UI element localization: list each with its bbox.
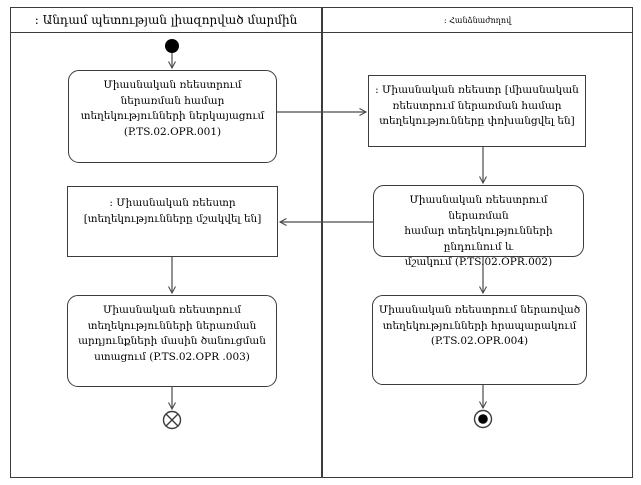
action-node-receive-and-process: Միասնական ռեեստրում ներառման համար տեղեկ…: [373, 185, 584, 268]
lane-title-label: : Հանձնաժողով: [443, 15, 512, 25]
lane-header-member-state-body: : Անդամ պետության լիազորված մարմին: [10, 7, 322, 33]
lane-header-commission: : Հանձնաժողով: [322, 7, 633, 33]
object-node-registry-processed: : Միասնական ռեեստր [տեղեկությունները մշա…: [67, 186, 278, 257]
initial-node-icon: [165, 39, 179, 53]
flow-final-node-icon: [162, 410, 182, 430]
object-node-registry-transferred: : Միասնական ռեեստր [միասնական ռեեստրում …: [368, 75, 586, 147]
lane-title-label: : Անդամ պետության լիազորված մարմին: [34, 13, 298, 27]
lane-divider: [321, 7, 323, 478]
action-node-submit-information: Միասնական ռեեստրում ներառման համար տեղեկ…: [68, 70, 277, 163]
action-node-publish-information: Միասնական ռեեստրում ներառված տեղեկությու…: [372, 295, 587, 385]
action-node-receive-notification: Միասնական ռեեստրում տեղեկությունների ներ…: [67, 295, 277, 387]
activity-final-node-icon: [473, 409, 493, 429]
